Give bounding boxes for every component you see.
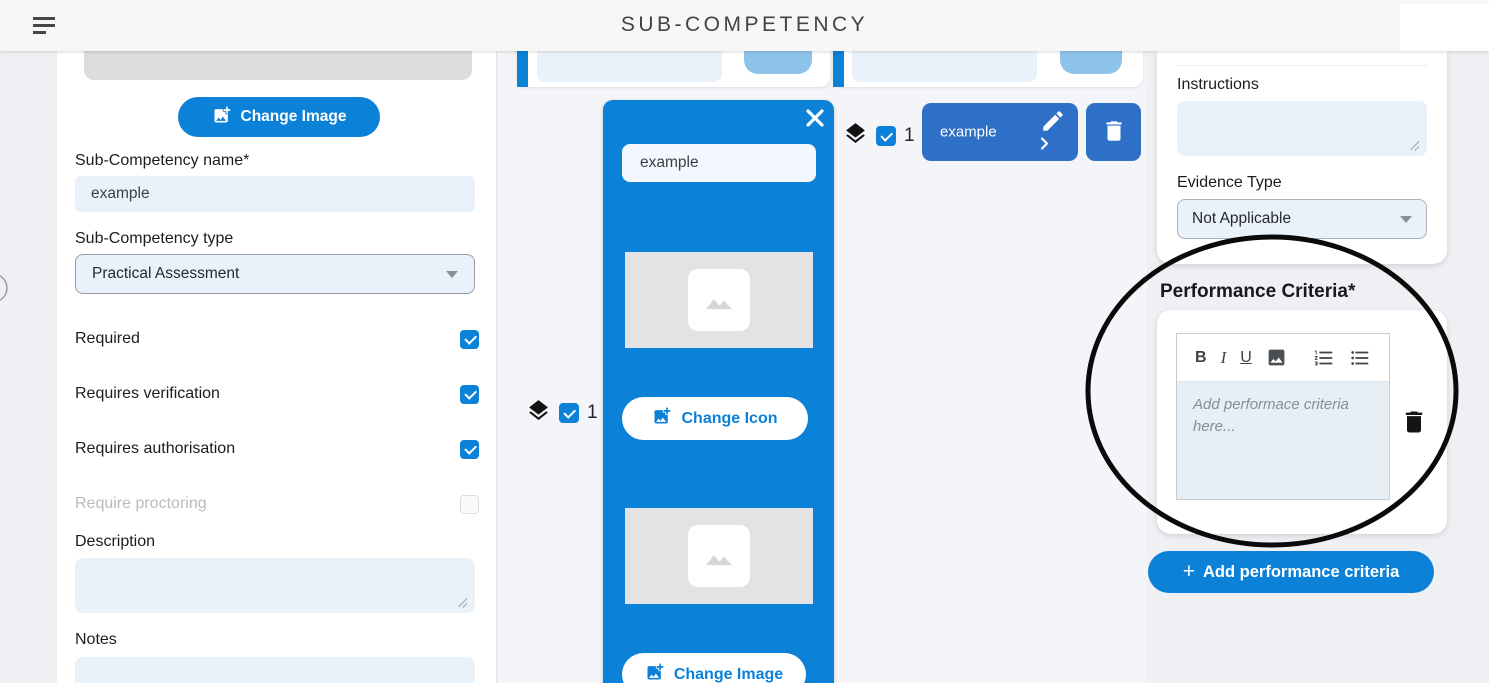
image-preview-placeholder	[625, 508, 813, 604]
performance-criteria-editor-area[interactable]: Add performace criteria here...	[1177, 382, 1389, 499]
canvas-column: Change Icon Change Image 1	[498, 47, 1147, 683]
add-performance-criteria-button[interactable]: + Add performance criteria	[1148, 551, 1434, 593]
editor-toolbar: B I U	[1177, 334, 1389, 382]
partial-circle-decoration	[0, 275, 8, 301]
close-icon[interactable]	[804, 107, 826, 129]
require-proctoring-checkbox[interactable]	[460, 494, 479, 514]
type-selected-value: Practical Assessment	[92, 265, 240, 282]
order-number: 1	[587, 402, 598, 423]
checkbox-label: Requires verification	[75, 385, 220, 402]
sub-competency-type-select[interactable]: Practical Assessment	[75, 254, 475, 294]
resize-handle[interactable]	[1410, 140, 1421, 151]
delete-item-button[interactable]	[1086, 103, 1141, 161]
notes-textarea[interactable]	[75, 657, 475, 683]
strip-accent-bar	[833, 47, 844, 87]
item-name-input[interactable]	[622, 144, 816, 182]
change-image-button[interactable]: Change Image	[178, 97, 380, 137]
name-label: Sub-Competency name*	[75, 152, 250, 169]
rich-text-editor: B I U Add performace criteria here...	[1176, 333, 1390, 500]
checkbox-row-verification: Requires verification	[75, 383, 479, 405]
order-checkbox[interactable]	[559, 403, 579, 423]
sibling-item-order-group: 1	[843, 121, 915, 151]
description-textarea[interactable]	[75, 558, 475, 613]
instructions-card: Instructions Evidence Type Not Applicabl…	[1157, 51, 1447, 264]
checkbox-label: Require proctoring	[75, 495, 207, 512]
strip-accent-bar	[517, 47, 528, 87]
sub-competency-form-panel: Change Image Sub-Competency name* Sub-Co…	[57, 51, 497, 683]
requires-verification-checkbox[interactable]	[460, 384, 479, 404]
image-preview-strip	[84, 51, 472, 80]
resize-handle[interactable]	[458, 597, 469, 608]
image-placeholder-icon	[688, 525, 750, 587]
chevron-right-icon	[1037, 136, 1052, 154]
strip-action-button[interactable]	[1060, 47, 1122, 74]
add-photo-icon	[645, 662, 665, 683]
change-icon-button[interactable]: Change Icon	[622, 397, 808, 440]
edit-pencil-icon	[1040, 108, 1066, 137]
checkbox-label: Required	[75, 330, 140, 347]
delete-icon	[1101, 118, 1127, 147]
change-image-button-card[interactable]: Change Image	[622, 653, 806, 683]
instructions-textarea[interactable]	[1177, 101, 1427, 156]
notes-label: Notes	[75, 631, 117, 648]
editor-placeholder-text: Add performace criteria here...	[1193, 396, 1349, 435]
page-title: SUB-COMPETENCY	[620, 13, 869, 36]
performance-criteria-card: B I U Add performace criteria here...	[1157, 310, 1447, 534]
performance-criteria-heading: Performance Criteria*	[1160, 281, 1356, 302]
evidence-type-select[interactable]: Not Applicable	[1177, 199, 1427, 239]
image-placeholder-icon	[688, 269, 750, 331]
ordered-list-button[interactable]	[1313, 347, 1335, 369]
order-checkbox[interactable]	[876, 126, 896, 146]
insert-image-button[interactable]	[1266, 347, 1287, 368]
divider	[1177, 65, 1427, 66]
bullet-list-button[interactable]	[1349, 347, 1371, 369]
add-photo-icon	[212, 105, 232, 130]
add-photo-icon	[652, 406, 672, 431]
change-icon-label: Change Icon	[681, 409, 778, 427]
delete-criteria-button[interactable]	[1400, 408, 1428, 436]
evidence-type-label: Evidence Type	[1177, 174, 1282, 191]
underline-button[interactable]: U	[1240, 348, 1252, 366]
italic-button[interactable]: I	[1220, 348, 1227, 367]
evidence-type-selected-value: Not Applicable	[1192, 210, 1292, 227]
checkbox-row-authorisation: Requires authorisation	[75, 438, 479, 460]
sub-competency-name-input[interactable]	[75, 176, 475, 212]
checkbox-row-proctoring: Require proctoring	[75, 493, 479, 515]
instructions-label: Instructions	[1177, 76, 1259, 93]
add-performance-criteria-label: Add performance criteria	[1203, 562, 1400, 581]
type-label: Sub-Competency type	[75, 230, 234, 247]
layers-icon[interactable]	[526, 398, 551, 428]
app-header: SUB-COMPETENCY	[0, 0, 1489, 51]
checkbox-label: Requires authorisation	[75, 440, 236, 457]
hamburger-menu-icon[interactable]	[33, 17, 55, 35]
strip-action-button[interactable]	[744, 47, 812, 74]
order-number: 1	[904, 125, 915, 146]
sibling-item-button[interactable]: example	[922, 103, 1078, 161]
icon-preview-placeholder	[625, 252, 813, 348]
sibling-item-label: example	[940, 123, 997, 141]
expanded-card-order-group: 1	[526, 398, 598, 428]
strip-name-input[interactable]	[852, 47, 1037, 82]
required-checkbox[interactable]	[460, 329, 479, 349]
change-image-label: Change Image	[240, 108, 347, 125]
checkbox-row-required: Required	[75, 328, 479, 350]
chevron-down-icon	[446, 270, 458, 278]
expanded-item-card: Change Icon Change Image	[603, 100, 834, 683]
description-label: Description	[75, 533, 156, 550]
bold-button[interactable]: B	[1195, 348, 1207, 366]
plus-icon: +	[1182, 559, 1196, 583]
chevron-down-icon	[1400, 215, 1412, 223]
requires-authorisation-checkbox[interactable]	[460, 439, 479, 459]
layers-icon[interactable]	[843, 121, 868, 151]
change-image-label: Change Image	[673, 665, 784, 683]
strip-name-input[interactable]	[537, 47, 722, 82]
header-white-box	[1400, 4, 1489, 51]
